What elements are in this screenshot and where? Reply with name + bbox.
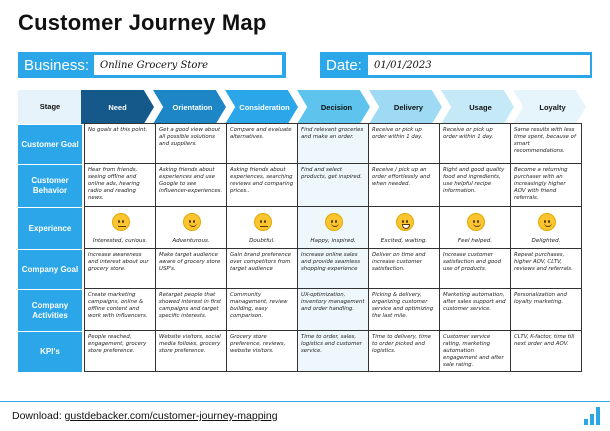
stage-loyalty: Loyalty xyxy=(513,90,586,124)
row-experience: Experience Interested, curious. Adventur… xyxy=(18,206,592,249)
emotion-label: Feel helped. xyxy=(457,237,493,244)
footer-divider xyxy=(0,401,610,402)
cell: Make target audience aware of grocery st… xyxy=(155,248,227,289)
row-customer-goal: Customer Goal No goals at this point. Ge… xyxy=(18,123,592,164)
cell: CLTV, K-factor, time till next order and… xyxy=(510,330,582,372)
date-label: Date: xyxy=(326,56,362,74)
cell: Deliver on time and increase customer sa… xyxy=(368,248,440,289)
experience-cell: Adventurous. xyxy=(155,206,227,249)
grin-face-icon xyxy=(396,213,414,231)
cell: Customer service rating, marketing autom… xyxy=(439,330,511,372)
download-link[interactable]: gustdebacker.com/customer-journey-mappin… xyxy=(64,410,278,422)
footer: Download: gustdebacker.com/customer-jour… xyxy=(12,410,278,422)
cell: People reached, engagement, grocery stor… xyxy=(84,330,156,372)
business-input[interactable]: Online Grocery Store xyxy=(94,55,282,75)
cell: Receive or pick up order within 1 day. xyxy=(368,123,440,164)
stage-orientation: Orientation xyxy=(153,90,226,124)
cell: UX-optimization, inventory management an… xyxy=(297,288,369,331)
cell: Find and select products, get inspired. xyxy=(297,163,369,207)
row-kpis: KPI's People reached, engagement, grocer… xyxy=(18,330,592,372)
cell: Personalization and loyalty marketing. xyxy=(510,288,582,331)
row-label-company-goal: Company Goal xyxy=(18,249,82,289)
stage-usage: Usage xyxy=(441,90,514,124)
stage-delivery: Delivery xyxy=(369,90,442,124)
cell: Asking friends about experiences and use… xyxy=(155,163,227,207)
cell: Retarget people that showed interest in … xyxy=(155,288,227,331)
doubtful-face-icon xyxy=(254,213,272,231)
cell: Hear from friends, seeing offline and on… xyxy=(84,163,156,207)
experience-cell: Interested, curious. xyxy=(84,206,156,249)
cell: Become a returning purchaser with an inc… xyxy=(510,163,582,207)
smile-face-icon xyxy=(183,213,201,231)
experience-cell: Happy, inspired. xyxy=(297,206,369,249)
stage-decision: Decision xyxy=(297,90,370,124)
cell: Grocery store preference, reviews, websi… xyxy=(226,330,298,372)
cell: Receive / pick up an order effortlessly … xyxy=(368,163,440,207)
date-field: Date: 01/01/2023 xyxy=(320,52,592,78)
emotion-label: Adventurous. xyxy=(172,237,210,244)
cell: No goals at this point. xyxy=(84,123,156,164)
cell: Same results with less time spent, becau… xyxy=(510,123,582,164)
stage-row: Stage Need Orientation Consideration Dec… xyxy=(18,90,592,124)
row-label-kpis: KPI's xyxy=(18,331,82,372)
bar-logo-icon xyxy=(584,407,600,425)
row-label-experience: Experience xyxy=(18,207,82,249)
cell: Community management, review building, e… xyxy=(226,288,298,331)
row-company-goal: Company Goal Increase awareness and inte… xyxy=(18,248,592,289)
stage-consideration: Consideration xyxy=(225,90,298,124)
emotion-label: Happy, inspired. xyxy=(310,237,356,244)
cell: Time to order, sales, logistics and cust… xyxy=(297,330,369,372)
experience-cell: Doubtful. xyxy=(226,206,298,249)
row-label-customer-behavior: Customer Behavior xyxy=(18,164,82,207)
journey-map-grid: Stage Need Orientation Consideration Dec… xyxy=(18,90,592,372)
cell: Receive or pick up order within 1 day. xyxy=(439,123,511,164)
cell: Increase customer satisfaction and good … xyxy=(439,248,511,289)
stage-header: Stage xyxy=(18,90,82,124)
cell: Find relevant groceries and make an orde… xyxy=(297,123,369,164)
neutral-face-icon xyxy=(112,213,130,231)
emotion-label: Excited, waiting. xyxy=(380,237,428,244)
cell: Time to delivery, time to order picked a… xyxy=(368,330,440,372)
row-customer-behavior: Customer Behavior Hear from friends, see… xyxy=(18,163,592,207)
row-company-activities: Company Activities Create marketing camp… xyxy=(18,288,592,331)
page-title: Customer Journey Map xyxy=(18,10,267,35)
emotion-label: Delighted. xyxy=(531,237,561,244)
emotion-label: Interested, curious. xyxy=(92,237,148,244)
cell: Create marketing campaigns, online & off… xyxy=(84,288,156,331)
date-input[interactable]: 01/01/2023 xyxy=(368,55,590,75)
cell: Asking friends about experiences, search… xyxy=(226,163,298,207)
business-field: Business: Online Grocery Store xyxy=(18,52,286,78)
cell: Website visitors, social media follows, … xyxy=(155,330,227,372)
experience-cell: Feel helped. xyxy=(439,206,511,249)
smile-face-icon xyxy=(538,213,556,231)
row-label-company-activities: Company Activities xyxy=(18,289,82,331)
stage-need: Need xyxy=(81,90,154,124)
cell: Get a good view about all possible solut… xyxy=(155,123,227,164)
cell: Repeat purchases, higher AOV, CLTV, revi… xyxy=(510,248,582,289)
row-label-customer-goal: Customer Goal xyxy=(18,124,82,164)
cell: Marketing automation, after sales suppor… xyxy=(439,288,511,331)
cell: Gain brand preference over competitors f… xyxy=(226,248,298,289)
footer-prefix: Download: xyxy=(12,410,65,422)
cell: Increase awareness and interest about ou… xyxy=(84,248,156,289)
cell: Increase online sales and provide seamle… xyxy=(297,248,369,289)
smile-face-icon xyxy=(325,213,343,231)
experience-cell: Excited, waiting. xyxy=(368,206,440,249)
smile-face-icon xyxy=(467,213,485,231)
cell: Compare and evaluate alternatives. xyxy=(226,123,298,164)
business-label: Business: xyxy=(24,56,90,74)
emotion-label: Doubtful. xyxy=(249,237,275,244)
cell: Picking & delivery, organizing customer … xyxy=(368,288,440,331)
experience-cell: Delighted. xyxy=(510,206,582,249)
cell: Right and good quality food and ingredie… xyxy=(439,163,511,207)
